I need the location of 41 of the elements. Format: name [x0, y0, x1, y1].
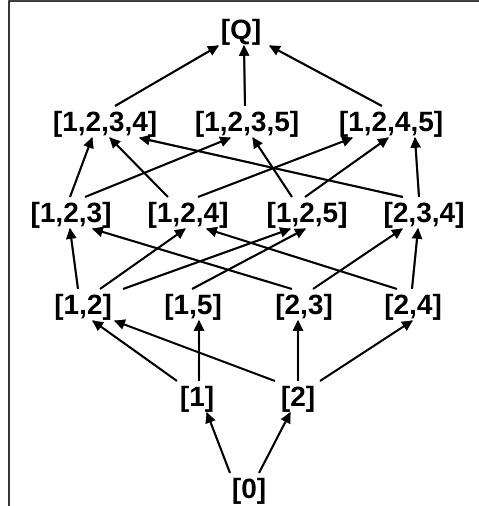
set-label: [2,4] — [384, 291, 442, 319]
arrow — [109, 137, 169, 198]
arrow — [269, 45, 383, 107]
arrow — [194, 320, 204, 381]
set-label: [1,5] — [164, 291, 222, 319]
arrow — [138, 134, 404, 198]
set-label: [1] — [180, 383, 214, 411]
arrow — [198, 136, 354, 198]
arrow — [114, 319, 276, 382]
arrow — [238, 44, 250, 106]
set-label: [1,2,3] — [30, 199, 112, 227]
set-label: [1,2,3,4] — [52, 108, 158, 136]
arrow — [258, 412, 291, 474]
set-label: [1,2,4] — [148, 199, 228, 227]
set-label: [2] — [280, 383, 316, 411]
arrow — [410, 228, 422, 290]
set-label: [Q] — [220, 16, 262, 44]
arrow — [84, 136, 232, 198]
set-label: [2,3] — [275, 291, 333, 319]
arrow — [252, 137, 293, 198]
set-label: [1,2,5] — [266, 199, 348, 227]
arrow — [191, 228, 306, 290]
arrow — [122, 227, 292, 290]
arrow — [205, 412, 232, 474]
arrow — [68, 136, 94, 198]
arrow — [410, 136, 422, 198]
arrow — [206, 226, 398, 290]
arrow — [92, 320, 178, 382]
arrow — [99, 228, 186, 290]
arrow — [92, 226, 292, 290]
set-label: [2,3,4] — [384, 199, 464, 227]
set-label: [1,2,4,5] — [338, 108, 444, 136]
arrow — [304, 137, 389, 198]
arrow — [319, 320, 413, 382]
arrow — [292, 320, 304, 381]
arrow — [312, 228, 403, 290]
arrow — [66, 228, 80, 290]
arrow — [114, 45, 219, 107]
set-label: [1,2,3,5] — [194, 108, 300, 136]
set-label: [1,2] — [54, 291, 112, 319]
set-label: [0] — [232, 475, 266, 503]
